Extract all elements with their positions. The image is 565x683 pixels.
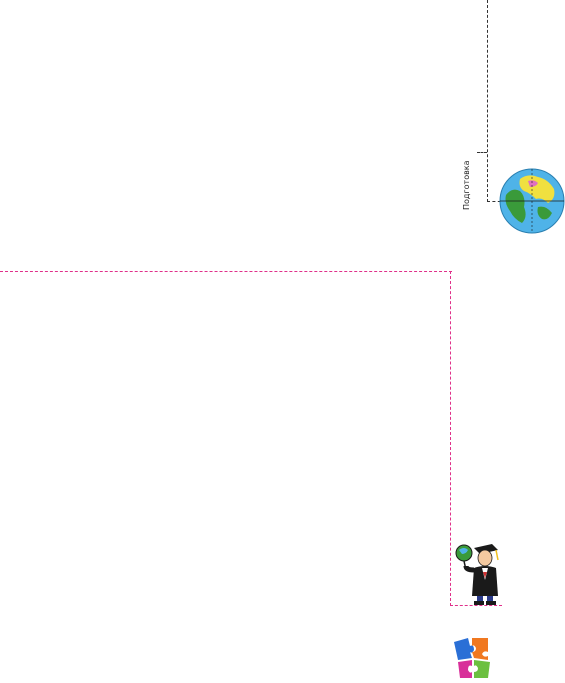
top-frame-vertical-line xyxy=(487,0,488,202)
accent-frame-bottom xyxy=(450,605,502,606)
accent-frame-right xyxy=(450,271,451,606)
top-frame-tick xyxy=(477,152,487,153)
scholar-icon xyxy=(455,544,499,605)
accent-frame-top xyxy=(0,271,452,272)
frame-label: Подготовка xyxy=(462,160,471,210)
globe-icon xyxy=(499,168,565,234)
puzzle-icon xyxy=(454,638,490,678)
